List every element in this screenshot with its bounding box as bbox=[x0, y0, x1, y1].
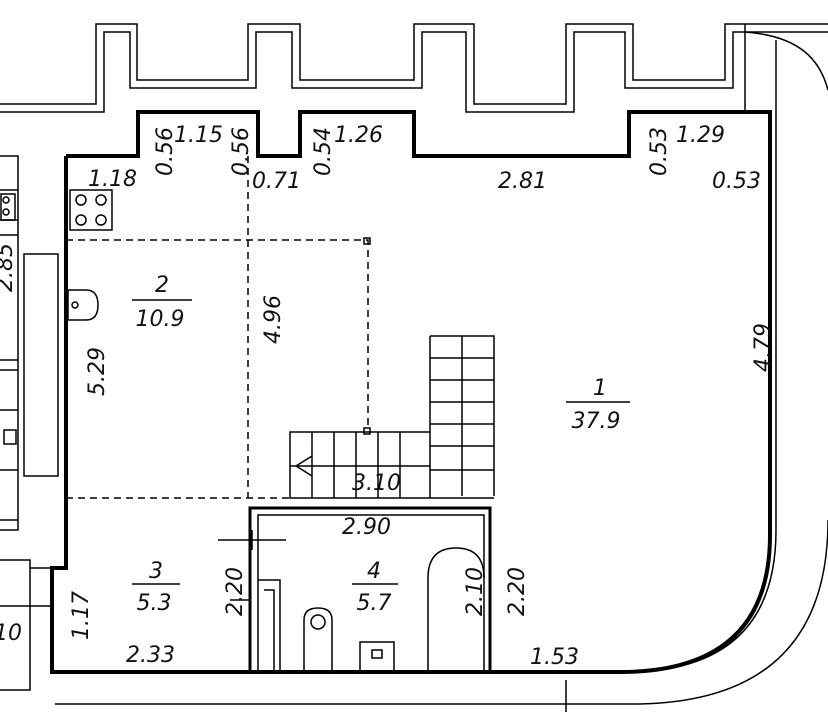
dim-0-71: 0.71 bbox=[252, 169, 301, 194]
dim-5-29: 5.29 bbox=[85, 347, 110, 396]
washbasin bbox=[359, 641, 395, 673]
dim-4-96: 4.96 bbox=[261, 295, 286, 344]
bathroom-walls bbox=[218, 506, 492, 672]
room-2-number: 2 bbox=[155, 273, 169, 298]
dim-1-17: 1.17 bbox=[69, 591, 94, 640]
room-4-area: 5.7 bbox=[357, 591, 392, 616]
dim-2-81: 2.81 bbox=[498, 169, 547, 194]
room-3-area: 5.3 bbox=[137, 591, 172, 616]
room-labels: 1 37.9 2 10.9 3 5.3 4 5.7 bbox=[132, 273, 630, 616]
room-4-number: 4 bbox=[367, 559, 381, 584]
dim-1-53: 1.53 bbox=[530, 645, 579, 670]
dim-2-10: 2.10 bbox=[463, 567, 488, 616]
dim-2-20-a: 2.20 bbox=[223, 567, 248, 616]
staircase bbox=[289, 335, 495, 499]
dim-1-18: 1.18 bbox=[88, 167, 137, 192]
dim-0-54: 0.54 bbox=[311, 127, 336, 176]
dim-0-56-a: 0.56 bbox=[153, 127, 178, 176]
dim-4-79: 4.79 bbox=[751, 323, 776, 372]
shower-cabin bbox=[427, 547, 485, 672]
dim-2-90: 2.90 bbox=[342, 515, 391, 540]
dim-0-53-a: 0.53 bbox=[647, 127, 672, 176]
dimension-labels: 1.18 0.56 1.15 0.56 0.71 0.54 1.26 2.81 … bbox=[0, 123, 776, 670]
dim-2-85: 2.85 bbox=[0, 243, 18, 292]
dim-3-10: 3.10 bbox=[352, 471, 401, 496]
dim-0-53-b: 0.53 bbox=[712, 169, 761, 194]
stove bbox=[69, 189, 113, 231]
room-2-area: 10.9 bbox=[136, 307, 185, 332]
toilet bbox=[303, 607, 333, 672]
dim-1-29: 1.29 bbox=[676, 123, 725, 148]
dim-10: 10 bbox=[0, 621, 22, 646]
dim-0-56-b: 0.56 bbox=[229, 127, 254, 176]
kitchen-sink bbox=[67, 289, 99, 321]
dim-2-20-b: 2.20 bbox=[505, 567, 530, 616]
dim-2-33: 2.33 bbox=[126, 643, 175, 668]
facade-outline bbox=[0, 23, 828, 113]
exterior-walls bbox=[50, 110, 772, 674]
zone-boundaries bbox=[66, 156, 371, 499]
dim-1-26: 1.26 bbox=[334, 123, 383, 148]
room-1-number: 1 bbox=[593, 376, 607, 401]
room-1-area: 37.9 bbox=[572, 409, 621, 434]
left-neighbor bbox=[0, 155, 560, 705]
dim-1-15: 1.15 bbox=[174, 123, 223, 148]
room-3-number: 3 bbox=[149, 559, 163, 584]
